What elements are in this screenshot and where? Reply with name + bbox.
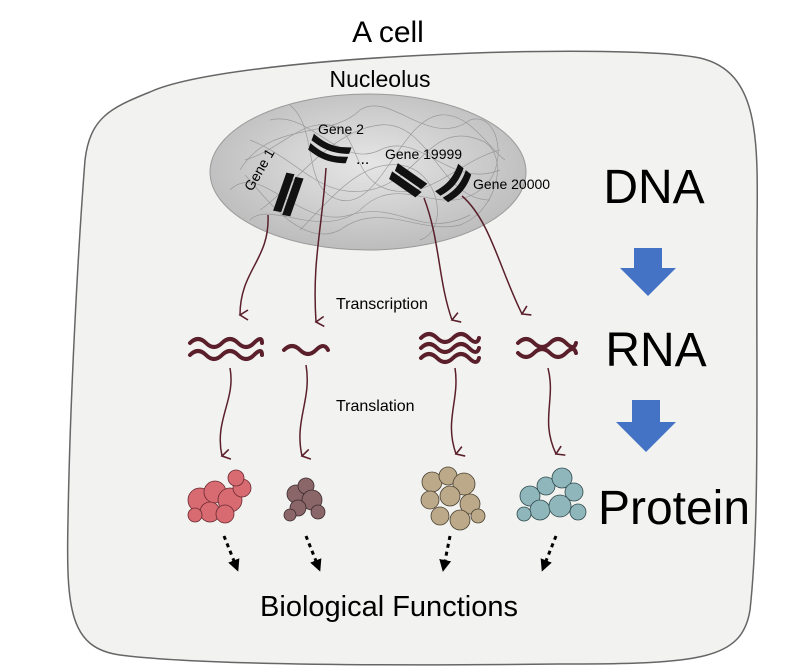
rna-group <box>188 332 578 364</box>
function-arrow-1 <box>222 535 240 572</box>
protein-1 <box>187 469 252 524</box>
function-arrows <box>222 535 558 572</box>
stage-arrow-1 <box>620 248 676 296</box>
transcription-arrow-4 <box>461 195 532 316</box>
function-arrow-4 <box>540 535 558 572</box>
gene-20000-label: Gene 20000 <box>473 176 550 192</box>
gene-1-chromosome <box>273 172 304 217</box>
dna-stage-label: DNA <box>603 161 704 214</box>
transcription-arrow-1 <box>238 214 269 321</box>
translation-arrow-4 <box>547 367 566 456</box>
function-arrow-3 <box>439 535 452 572</box>
translation-arrow-2 <box>299 364 312 460</box>
transcription-arrow-2 <box>314 167 327 328</box>
translation-arrows <box>219 364 566 460</box>
rna-strand-2 <box>282 344 330 356</box>
gene-2-label: Gene 2 <box>318 121 364 137</box>
rna-strand-4 <box>516 337 578 359</box>
translation-label: Translation <box>336 398 415 415</box>
protein-2 <box>283 477 326 522</box>
gene-19999-label: Gene 19999 <box>385 146 462 162</box>
transcription-label: Transcription <box>336 296 428 313</box>
translation-arrow-3 <box>450 367 466 457</box>
protein-stage-label: Protein <box>598 482 750 535</box>
gene-2-chromosome <box>308 133 352 164</box>
rna-strand-1 <box>188 337 264 361</box>
transcription-arrow-3 <box>423 197 462 323</box>
rna-stage-label: RNA <box>605 324 706 377</box>
translation-arrow-1 <box>219 367 232 460</box>
cell-title: A cell <box>352 16 424 49</box>
gene-ellipsis: ... <box>356 151 369 168</box>
gene-19999-chromosome <box>389 163 428 198</box>
gene-20000-chromosome <box>435 163 472 203</box>
biological-functions-label: Biological Functions <box>260 591 518 623</box>
protein-3 <box>420 466 486 531</box>
nucleolus-label: Nucleolus <box>330 66 431 92</box>
stage-arrow-2 <box>616 400 676 452</box>
protein-4 <box>516 467 587 522</box>
function-arrow-2 <box>304 535 322 572</box>
rna-strand-3 <box>419 332 481 364</box>
transcription-arrows <box>238 167 532 328</box>
